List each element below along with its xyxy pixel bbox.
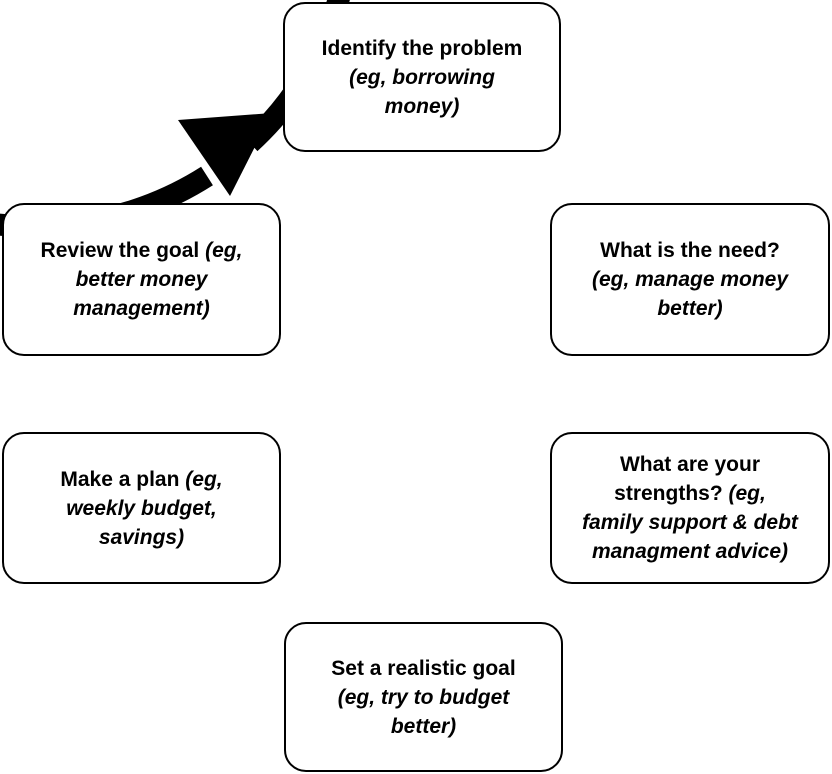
step-text-line: better) bbox=[391, 712, 456, 741]
step-text-line: better money bbox=[76, 265, 208, 294]
step-text-line: management) bbox=[73, 294, 210, 323]
step-text-line: What are your bbox=[620, 450, 760, 479]
cycle-arrowhead bbox=[178, 113, 272, 196]
step-set-realistic-goal: Set a realistic goal (eg, try to budget be… bbox=[284, 622, 563, 772]
step-example-text: management) bbox=[73, 297, 210, 320]
step-example-text: managment advice) bbox=[591, 540, 789, 563]
step-identify-problem: Identify the problem (eg, borrowing money) bbox=[283, 2, 561, 152]
step-text-line: Identify the problem bbox=[322, 34, 523, 63]
step-example-text: better money bbox=[75, 268, 208, 291]
step-example-text: (eg, bbox=[728, 482, 766, 505]
step-text-line: (eg, try to budget bbox=[338, 683, 510, 712]
step-text-line: (eg, manage money bbox=[592, 265, 788, 294]
step-text-line: money) bbox=[385, 92, 460, 121]
step-text-line: savings) bbox=[99, 523, 184, 552]
step-title-text: What is the need? bbox=[600, 239, 780, 262]
step-text-line: What is the need? bbox=[600, 236, 780, 265]
step-example-text: savings) bbox=[98, 525, 185, 549]
step-text-line: (eg, borrowing bbox=[349, 63, 495, 92]
step-example-text: (eg, try to budget bbox=[337, 685, 510, 709]
step-example-text: (eg, manage money bbox=[591, 268, 789, 291]
step-text-line: Review the goal (eg, bbox=[41, 236, 243, 265]
step-strengths: What are your strengths? (eg, family suppo… bbox=[550, 432, 830, 584]
step-text-line: strengths? (eg, bbox=[614, 479, 766, 508]
step-title-text: strengths? bbox=[614, 482, 729, 505]
step-example-text: better) bbox=[657, 297, 723, 320]
step-example-text: (eg, borrowing bbox=[349, 65, 495, 89]
step-example-text: family support & debt bbox=[582, 511, 798, 534]
step-title-text: Make a plan bbox=[60, 467, 186, 491]
step-text-line: family support & debt bbox=[582, 508, 798, 537]
step-title-text: Set a realistic goal bbox=[331, 656, 516, 680]
step-example-text: better) bbox=[390, 714, 457, 738]
step-text-line: Set a realistic goal bbox=[331, 654, 515, 683]
step-text-line: better) bbox=[657, 294, 722, 323]
step-what-is-the-need: What is the need? (eg, manage money better… bbox=[550, 203, 830, 356]
step-text-line: managment advice) bbox=[592, 537, 788, 566]
step-title-text: Identify the problem bbox=[321, 36, 523, 60]
step-example-text: (eg, bbox=[205, 239, 243, 262]
step-title-text: What are your bbox=[619, 453, 761, 476]
step-text-line: weekly budget, bbox=[66, 494, 217, 523]
step-example-text: (eg, bbox=[185, 467, 223, 491]
step-example-text: weekly budget, bbox=[66, 496, 217, 520]
step-example-text: money) bbox=[384, 94, 460, 118]
step-text-line: Make a plan (eg, bbox=[60, 465, 222, 494]
step-make-a-plan: Make a plan (eg,weekly budget,savings) bbox=[2, 432, 281, 584]
step-review-goal: Review the goal (eg, better money manageme… bbox=[2, 203, 281, 356]
step-title-text: Review the goal bbox=[40, 239, 206, 262]
